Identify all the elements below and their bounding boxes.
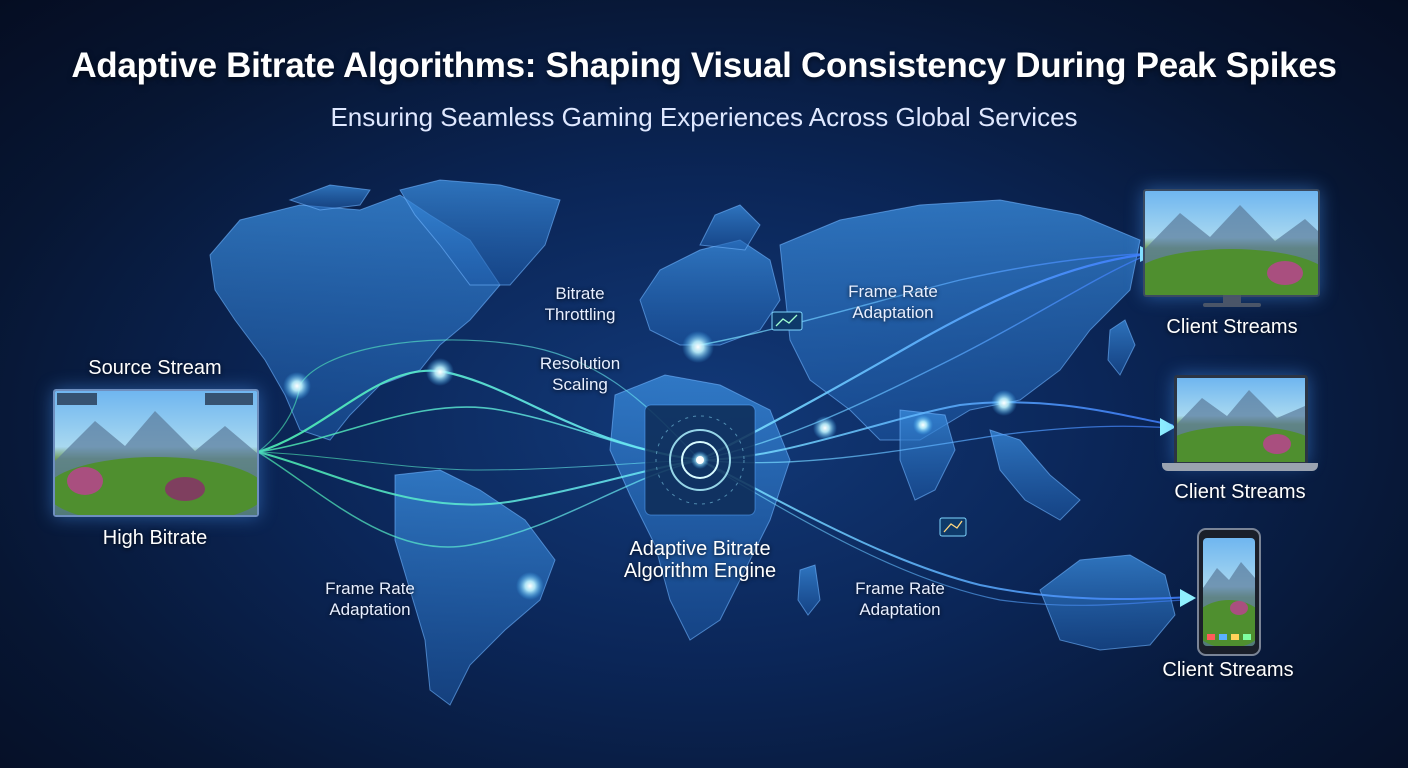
engine-ring-inner [681,441,719,479]
network-nodes [283,331,1017,600]
laptop-screen [1174,375,1308,465]
india-landmass [899,409,956,501]
australia-landmass [1039,554,1176,651]
arrow-to-phone [1180,589,1196,607]
tv-screen [1143,189,1320,297]
bitrate-throttling-label: Bitrate Throttling [544,284,616,324]
source-stream-screen [53,389,259,517]
frame-rate-adaptation-left-label: Frame Rate Adaptation [325,579,415,619]
southeast-asia-landmass [989,429,1081,521]
node-middle-east [813,416,837,440]
resolution-scaling-label: Resolution Scaling [539,354,621,394]
frame-rate-adaptation-right-label: Frame Rate Adaptation [855,579,945,619]
node-north-america-west [283,372,311,400]
high-bitrate-label: High Bitrate [102,527,208,549]
scandinavia-landmass [699,204,761,251]
north-america-landmass [209,194,501,441]
tv-stand [1223,295,1241,303]
engine-ring-outer [655,415,745,505]
node-china [991,390,1017,416]
greenland-landmass [399,179,561,286]
client-streams-laptop-label: Client Streams [1174,481,1306,503]
laptop-base [1162,463,1318,471]
client-smartphone [1197,528,1261,656]
madagascar-landmass [797,564,821,616]
arrow-to-laptop [1160,418,1176,436]
canada-islands [288,184,371,211]
outgoing-streams [698,253,1193,606]
asia-landmass [779,199,1141,441]
client-streams-phone-label: Client Streams [1162,659,1294,681]
europe-landmass [639,239,781,346]
engine-hub [644,404,756,516]
south-america-landmass [394,469,556,706]
phone-screen [1203,538,1255,646]
frame-rate-adaptation-top-label: Frame Rate Adaptation [848,282,938,322]
page-title: Adaptive Bitrate Algorithms: Shaping Vis… [71,46,1337,85]
client-tv-monitor [1143,189,1320,309]
incoming-streams [256,339,702,548]
node-north-america-east [426,358,454,386]
client-streams-tv-label: Client Streams [1166,316,1298,338]
engine-ring-mid [669,429,731,491]
engine-label: Adaptive Bitrate Algorithm Engine [623,538,777,582]
node-brazil [516,572,544,600]
node-europe [682,331,714,363]
client-laptop [1162,375,1318,473]
source-stream-label: Source Stream [88,357,222,379]
page-subtitle: Ensuring Seamless Gaming Experiences Acr… [330,102,1078,132]
node-india [913,415,933,435]
japan-landmass [1107,319,1136,376]
tv-base [1203,303,1261,307]
chart-icon-asia [939,517,967,537]
